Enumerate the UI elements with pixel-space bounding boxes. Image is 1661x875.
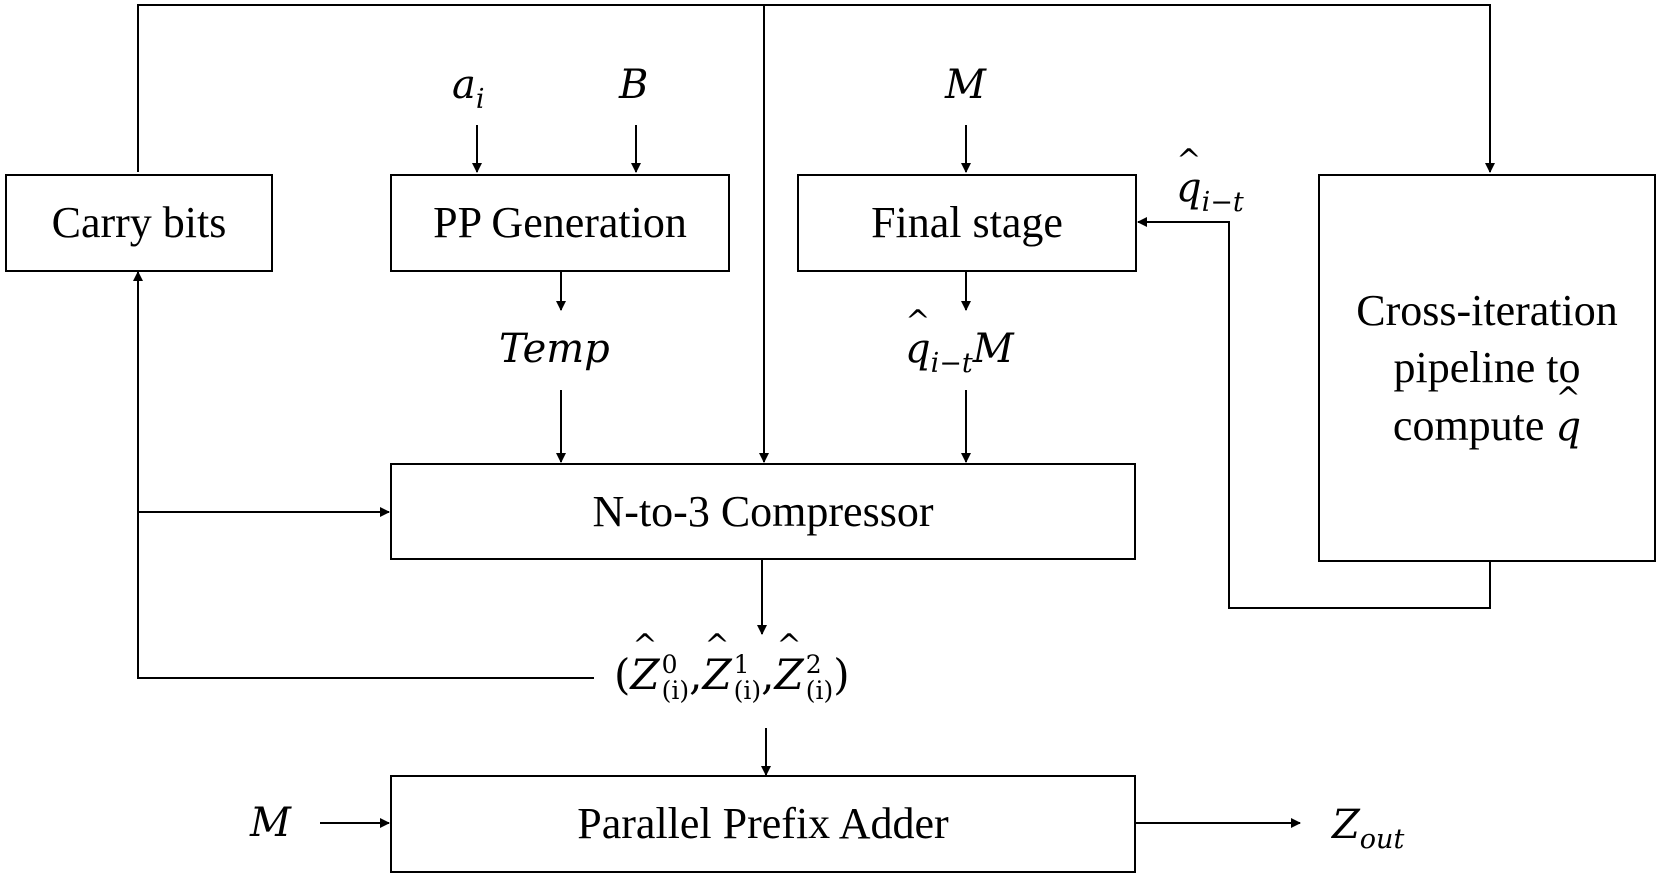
signal-q-in: qi−t (1176, 165, 1244, 218)
compressor-block: N-to-3 Compressor (390, 463, 1136, 560)
signal-z-out: Zout (1332, 802, 1404, 855)
cross-iteration-line1: Cross-iteration (1356, 286, 1618, 336)
signal-q-in-sub: i−t (1201, 187, 1244, 218)
cross-iteration-line3-text: compute (1392, 400, 1545, 450)
z-tuple-z2-base: Z (775, 650, 804, 699)
signal-z-tuple: (Z0(i),Z1(i),Z2(i)) (614, 650, 850, 704)
z-tuple-z1-sup: 1 (733, 649, 750, 679)
z-tuple-sep-1: , (689, 650, 703, 699)
z-tuple-z1-base: Z (702, 650, 731, 699)
wire-q-feedback (1137, 217, 1491, 609)
signal-q-m-tail: M (972, 326, 1014, 372)
pp-generation-label: PP Generation (433, 198, 687, 248)
final-stage-label: Final stage (871, 198, 1063, 248)
signal-a-sub: i (475, 84, 485, 115)
z-tuple-z1-scripts: 1(i) (733, 649, 762, 705)
prefix-adder-block: Parallel Prefix Adder (390, 775, 1136, 873)
carry-bits-label: Carry bits (51, 198, 227, 248)
z-tuple-close: ) (833, 650, 850, 699)
signal-m-left: M (250, 800, 291, 846)
carry-bits-block: Carry bits (5, 174, 273, 272)
z-tuple-z1-sub: (i) (733, 676, 762, 705)
pp-generation-block: PP Generation (390, 174, 730, 272)
signal-q-in-base: q (1176, 165, 1202, 211)
cross-iteration-line3: compute q (1356, 397, 1618, 454)
signal-temp: Temp (499, 326, 610, 372)
z-tuple-z0-scripts: 0(i) (661, 649, 690, 705)
z-tuple-z0-sup: 0 (661, 649, 678, 679)
wire-carry-top-bus (137, 4, 1495, 173)
signal-q-m: qi−tM (905, 326, 1014, 379)
z-tuple-z0-base: Z (630, 650, 659, 699)
cross-iteration-block: Cross-iteration pipeline to compute q (1318, 174, 1656, 562)
signal-a-i: ai (452, 62, 485, 115)
signal-q-m-base: q (905, 326, 931, 372)
z-tuple-z2-scripts: 2(i) (805, 649, 834, 705)
z-tuple-z0-sub: (i) (661, 676, 690, 705)
signal-z-out-sub: out (1359, 824, 1405, 855)
final-stage-block: Final stage (797, 174, 1137, 272)
q-hat-symbol: q (1555, 401, 1581, 453)
z-tuple-sep-2: , (761, 650, 775, 699)
signal-q-m-sub: i−t (930, 348, 973, 379)
z-tuple-open: ( (614, 650, 631, 699)
signal-z-out-base: Z (1332, 802, 1360, 848)
cross-iteration-line2: pipeline to (1393, 343, 1581, 393)
compressor-label: N-to-3 Compressor (592, 486, 934, 536)
signal-a-base: a (452, 62, 476, 108)
prefix-adder-label: Parallel Prefix Adder (577, 799, 949, 849)
z-tuple-z2-sub: (i) (805, 676, 834, 705)
signal-b: B (619, 62, 649, 108)
cross-iteration-label: Cross-iteration pipeline to compute q (1356, 282, 1618, 454)
wire-z-to-carry (133, 271, 594, 679)
z-tuple-z2-sup: 2 (805, 649, 822, 679)
signal-m-top: M (945, 62, 986, 108)
